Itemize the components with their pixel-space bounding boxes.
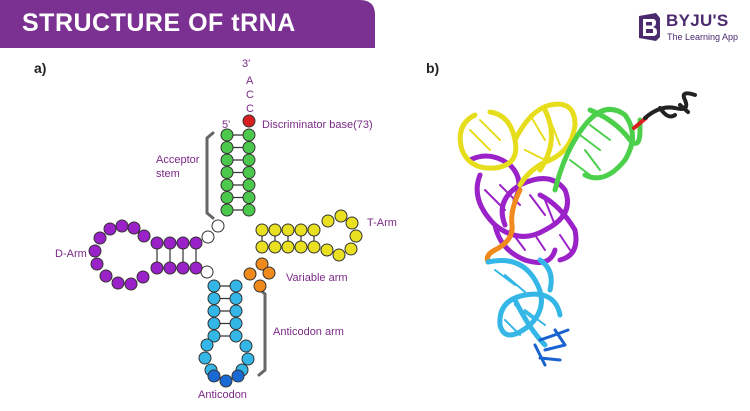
d-arm-nucleotide xyxy=(176,236,190,250)
byjus-badge-icon xyxy=(639,13,660,41)
logo-tagline: The Learning App xyxy=(667,32,739,42)
t-arm-loop-nucleotide xyxy=(320,243,334,257)
t-arm-nucleotide xyxy=(268,223,282,237)
anticodon-loop-nucleotide xyxy=(239,339,253,353)
logo-name: BYJU'S xyxy=(666,11,729,30)
t-arm-nucleotide xyxy=(307,240,321,254)
anticodon-loop-nucleotide xyxy=(241,352,255,366)
tail-letter-a: A xyxy=(246,75,254,87)
d-arm-loop-nucleotide xyxy=(93,231,107,245)
acceptor-stem-rungs xyxy=(569,114,621,176)
d-arm-loop-nucleotide xyxy=(136,270,150,284)
anticodon-nucleotide xyxy=(231,369,245,383)
anticodon-arm-rungs xyxy=(494,269,546,336)
t-arm-nucleotide xyxy=(294,240,308,254)
junction-nucleotide xyxy=(201,230,215,244)
byjus-logo: BYJU'S The Learning App xyxy=(636,10,746,48)
t-arm-nucleotide xyxy=(294,223,308,237)
d-arm-loop-nucleotide xyxy=(115,219,129,233)
t-arm-loop-nucleotide xyxy=(332,248,346,262)
variable-arm-ribbon xyxy=(484,187,523,265)
tail-letter-c2: C xyxy=(246,103,254,115)
d-arm-nucleotide xyxy=(150,261,164,275)
banner-shape xyxy=(0,0,375,48)
acceptor-stem-ribbon xyxy=(552,106,643,193)
t-arm-nucleotide xyxy=(281,240,295,254)
variable-arm-nucleotide xyxy=(255,257,269,271)
three-prime-label: 3' xyxy=(242,58,250,70)
t-arm-ribbon xyxy=(457,101,578,188)
cca-tail-ribbon xyxy=(643,91,697,120)
acceptor-nucleotide xyxy=(220,203,234,217)
acceptor-nucleotide xyxy=(242,203,256,217)
d-arm-ribbon xyxy=(467,153,579,265)
d-arm-nucleotide xyxy=(176,261,190,275)
tail-letter-c1: C xyxy=(246,89,254,101)
t-arm-loop-nucleotide xyxy=(334,209,348,223)
d-arm-loop-nucleotide xyxy=(88,244,102,258)
d-arm-loop-nucleotide xyxy=(137,229,151,243)
variable-arm-nucleotide xyxy=(262,266,276,280)
d-arm-loop-nucleotide xyxy=(103,222,117,236)
page-title: STRUCTURE OF tRNA xyxy=(22,9,296,37)
d-arm-label: D-Arm xyxy=(55,248,87,260)
variable-arm-nucleotide xyxy=(243,267,257,281)
anticodon-arm-nucleotide xyxy=(229,329,243,343)
t-arm-nucleotide xyxy=(255,240,269,254)
acceptor-stem-label-1: Acceptor xyxy=(156,154,200,166)
anticodon-arm-label: Anticodon arm xyxy=(273,326,344,338)
d-arm-loop-nucleotide xyxy=(90,257,104,271)
discriminator-base xyxy=(242,114,256,128)
t-arm-nucleotide xyxy=(255,223,269,237)
anticodon-label: Anticodon xyxy=(198,389,247,401)
t-arm-label: T-Arm xyxy=(367,217,397,229)
anticodon-arm-nucleotide xyxy=(207,329,221,343)
discriminator-label: Discriminator base(73) xyxy=(262,119,373,131)
panel-b-label: b) xyxy=(426,60,440,76)
acceptor-stem-label-2: stem xyxy=(156,168,180,180)
anticodon-loop-nucleotide xyxy=(198,351,212,365)
d-arm-rungs xyxy=(484,184,571,251)
d-arm-nucleotide xyxy=(189,261,203,275)
anticodon-loop-nucleotide xyxy=(200,338,214,352)
anticodon-nucleotide xyxy=(219,374,233,388)
d-arm-nucleotide xyxy=(150,236,164,250)
d-arm-nucleotide xyxy=(163,236,177,250)
panel-a-label: a) xyxy=(34,60,47,76)
t-arm-loop-nucleotide xyxy=(321,214,335,228)
junction-nucleotide xyxy=(211,219,225,233)
d-arm-nucleotide xyxy=(189,236,203,250)
t-arm-rungs xyxy=(469,114,561,161)
t-arm-nucleotide xyxy=(268,240,282,254)
t-arm-loop-nucleotide xyxy=(344,242,358,256)
header-banner: STRUCTURE OF tRNA xyxy=(0,0,375,48)
d-arm-loop-nucleotide xyxy=(99,269,113,283)
anticodon-arm-ribbon xyxy=(485,257,563,348)
t-arm-loop-nucleotide xyxy=(349,229,363,243)
t-arm-nucleotide xyxy=(281,223,295,237)
anticodon-loop-ribbon xyxy=(533,328,570,367)
d-arm-loop-nucleotide xyxy=(124,277,138,291)
t-arm-loop-nucleotide xyxy=(345,216,359,230)
five-prime-label: 5' xyxy=(222,119,230,131)
d-arm-loop-nucleotide xyxy=(111,276,125,290)
d-arm-nucleotide xyxy=(163,261,177,275)
nucleotide-nodes xyxy=(88,114,363,388)
acceptor-stem-bracket xyxy=(205,131,215,220)
variable-arm-label: Variable arm xyxy=(286,272,348,284)
variable-arm-nucleotide xyxy=(253,279,267,293)
diagram-labels: 3' A C C 5' Discriminator base(73) Accep… xyxy=(55,58,397,401)
anticodon-nucleotide xyxy=(207,369,221,383)
t-arm-nucleotide xyxy=(307,223,321,237)
